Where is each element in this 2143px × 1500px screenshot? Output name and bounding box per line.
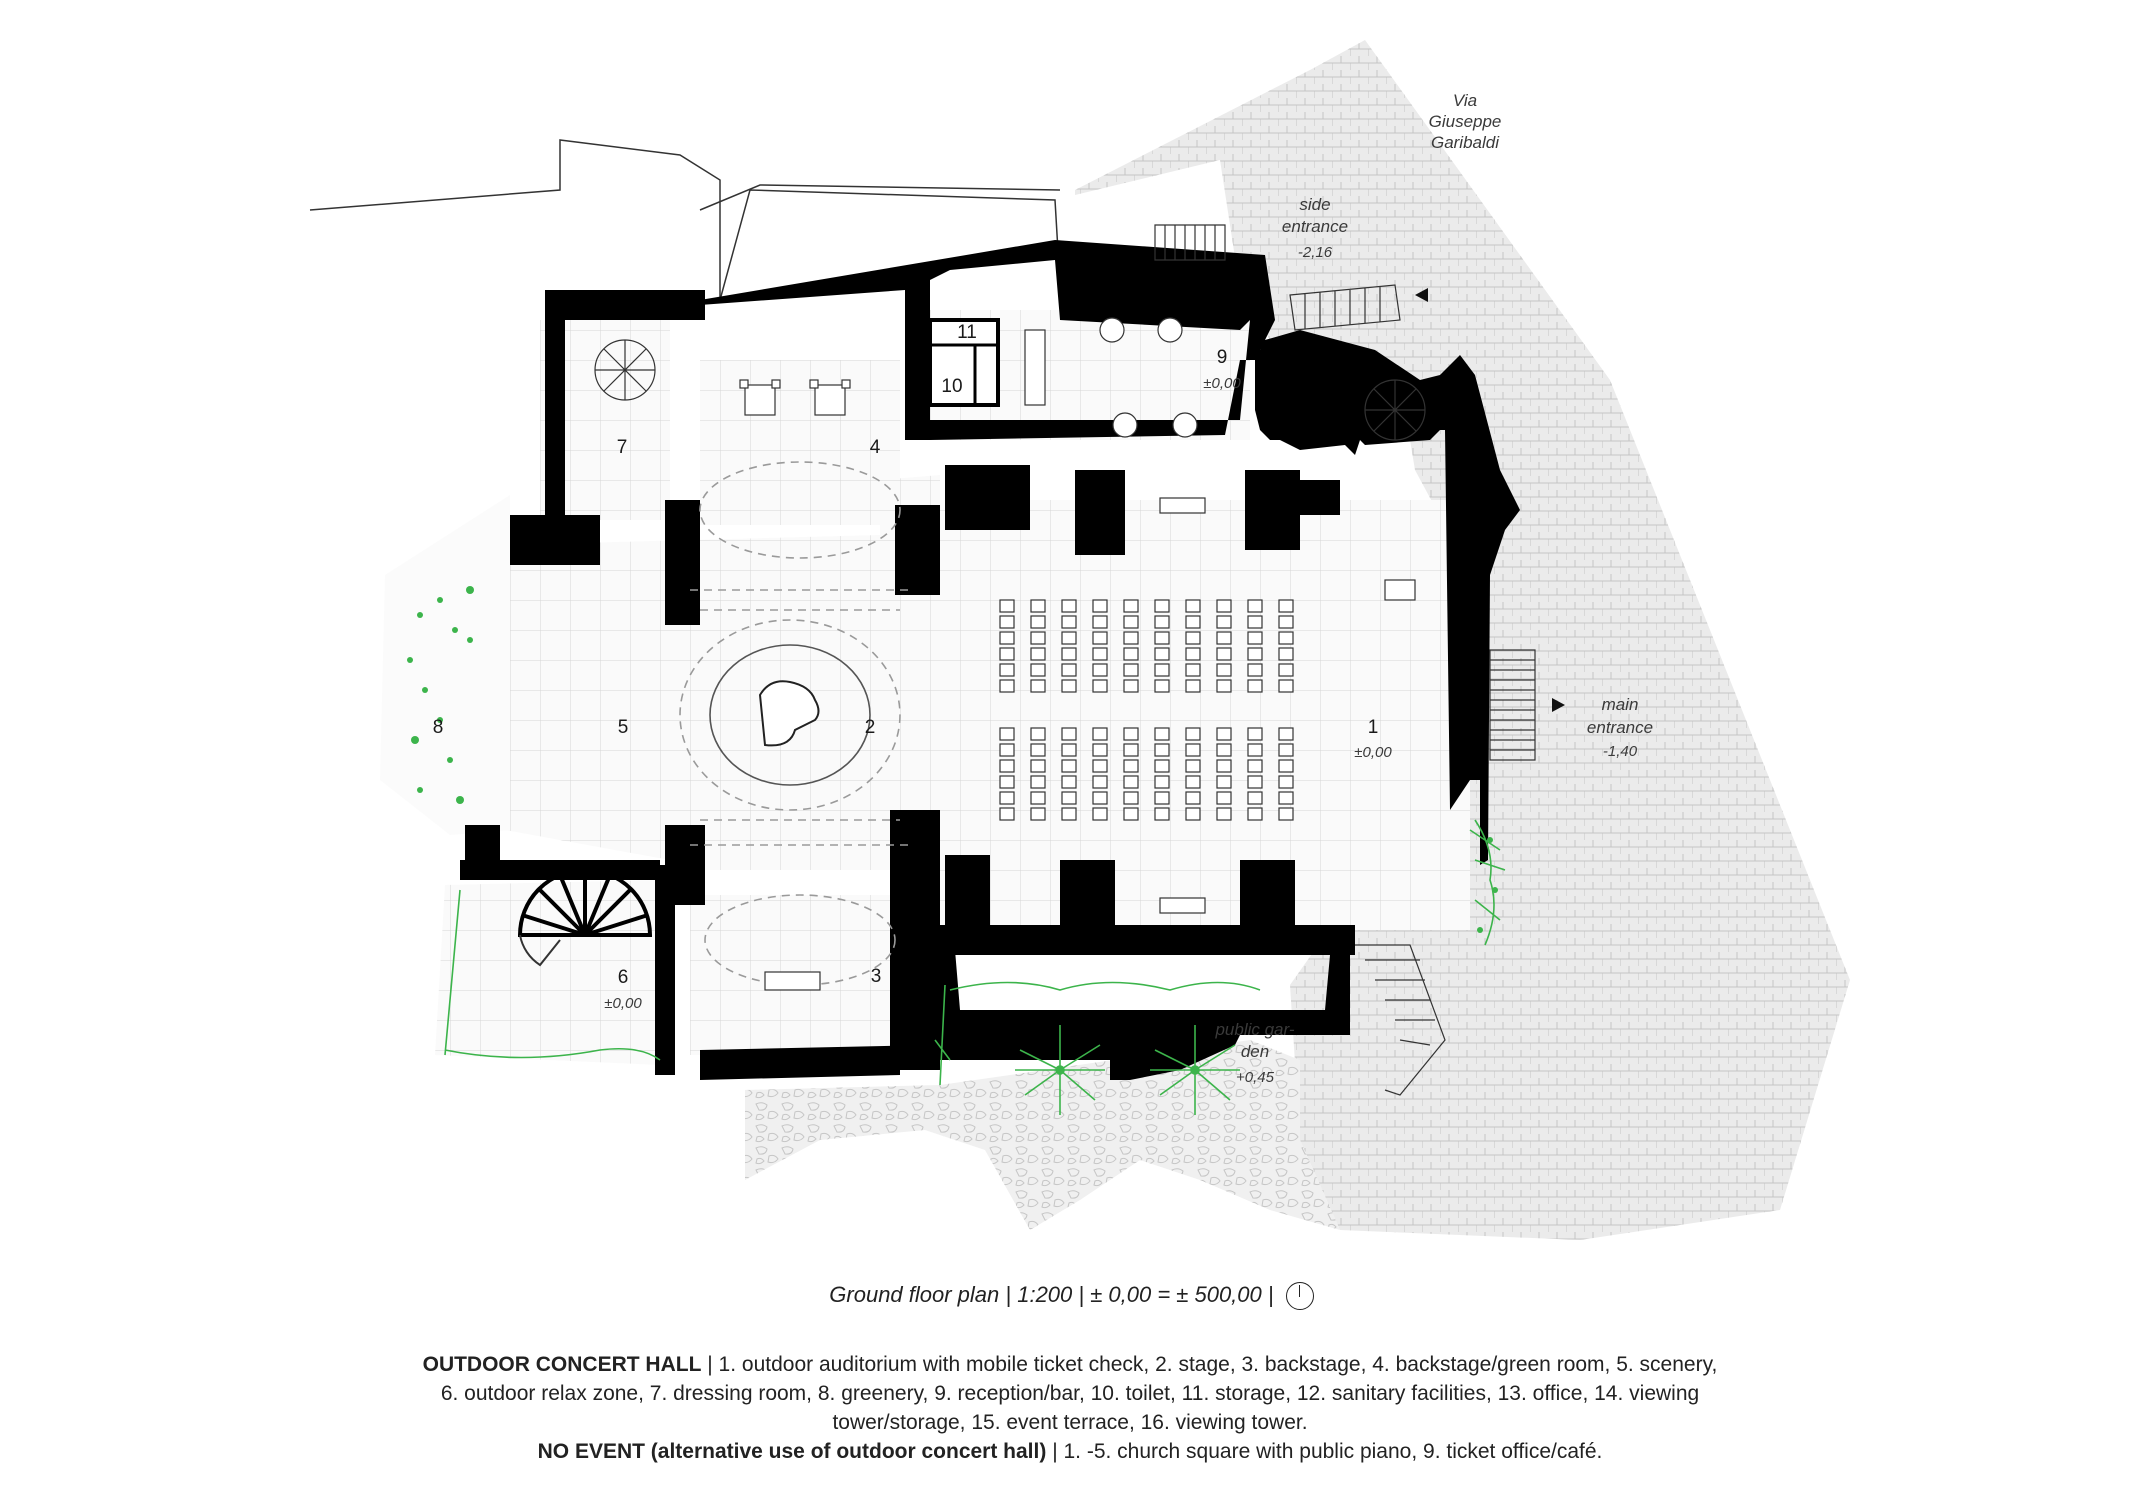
room-9-number: 9 (1217, 347, 1228, 368)
entrance-arrows (1415, 288, 1565, 712)
room-4-number: 4 (870, 437, 881, 458)
trees (444, 819, 1506, 1115)
legend-text-no-event: | 1. -5. church square with public piano… (1046, 1440, 1603, 1463)
side-entrance-line2: entrance (1282, 217, 1348, 236)
plan-caption: Ground floor plan | 1:200 | ± 0,00 = ± 5… (0, 1282, 2143, 1311)
auditorium-seating (999, 599, 1294, 821)
toilet-divider (930, 343, 998, 405)
room-5-number: 5 (618, 717, 629, 738)
greenery-dots (407, 586, 1498, 933)
legend-heading-concert: OUTDOOR CONCERT HALL (422, 1353, 702, 1376)
caption-text: Ground floor plan | 1:200 | ± 0,00 = ± 5… (829, 1282, 1274, 1307)
room-6-floor (435, 880, 660, 1065)
neighbour-outline (309, 139, 721, 300)
public-garden-line1: public gar- (1214, 1020, 1294, 1039)
side-entrance-line1: side (1299, 195, 1330, 214)
room-1-number: 1 (1368, 717, 1379, 738)
room-3-number: 3 (871, 966, 882, 987)
north-arrow-icon (1285, 1282, 1314, 1311)
room-4-floor (700, 360, 900, 525)
room-2-number: 2 (865, 717, 876, 738)
piano-icon (758, 680, 820, 747)
room-8-greenery (380, 495, 510, 835)
public-garden-level: +0,45 (1236, 1069, 1275, 1086)
main-entrance-line2: entrance (1587, 718, 1653, 737)
legend-heading-no-event: NO EVENT (alternative use of outdoor con… (537, 1440, 1047, 1463)
nave-floor (915, 500, 1470, 930)
stair-landing-6 (519, 934, 561, 967)
stage-inner (709, 644, 871, 786)
room-8-number: 8 (433, 717, 444, 738)
staircases (594, 224, 1536, 1096)
room-9-level: ±0,00 (1203, 375, 1241, 392)
garden-stones (745, 1040, 1340, 1230)
side-entrance-level: -2,16 (1298, 244, 1333, 261)
neighbour-outline-3 (699, 184, 1061, 211)
legend: OUTDOOR CONCERT HALL | 1. outdoor audito… (420, 1350, 1720, 1466)
public-garden-line2: den (1241, 1042, 1269, 1061)
floor-plan: Via Giuseppe Garibaldi side entrance -2,… (309, 40, 1850, 1240)
legend-text-concert: | 1. outdoor auditorium with mobile tick… (440, 1353, 1718, 1434)
street-name-line2: Giuseppe (1429, 112, 1502, 131)
stage-markings (679, 461, 910, 986)
room-10-number: 10 (941, 376, 962, 397)
main-entrance-line1: main (1602, 695, 1639, 714)
furniture (739, 317, 1416, 991)
main-entrance-level: -1,40 (1603, 743, 1638, 760)
room-6-level: ±0,00 (604, 995, 642, 1012)
street-name-line1: Via (1453, 91, 1477, 110)
street-name-line3: Garibaldi (1431, 133, 1500, 152)
plan-labels: Via Giuseppe Garibaldi side entrance -2,… (433, 91, 1653, 1086)
room-6-number: 6 (618, 967, 629, 988)
room-7-number: 7 (617, 437, 628, 458)
room-11-number: 11 (957, 322, 977, 343)
spiral-stair-6 (517, 868, 653, 937)
toilet-room (928, 318, 1000, 407)
room-1-level: ±0,00 (1354, 744, 1392, 761)
